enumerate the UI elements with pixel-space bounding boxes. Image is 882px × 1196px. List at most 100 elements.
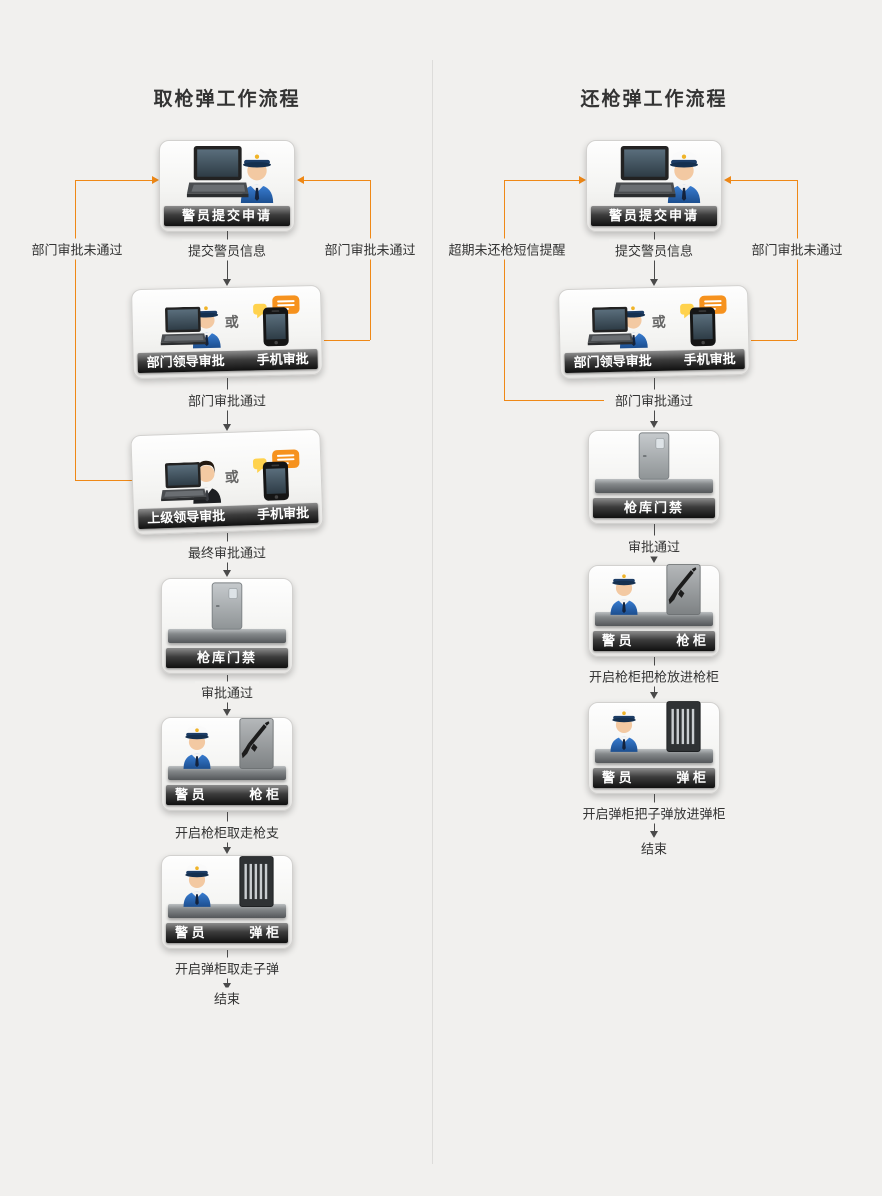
- feedback-label: 部门审批未通过: [320, 238, 420, 260]
- down-arrowhead-icon: [223, 279, 231, 286]
- pedestal: [595, 612, 713, 626]
- feedback-line: [751, 340, 797, 341]
- node-label-cabinet: 弹 柜: [676, 770, 706, 785]
- down-arrowhead-icon: [223, 847, 231, 854]
- feedback-line: [504, 180, 505, 400]
- node-armory-door-access: 枪库门禁: [161, 578, 293, 674]
- node-dept-leader-approval: 或 部门领导审批 手机审批: [558, 284, 750, 380]
- pedestal: [168, 904, 286, 918]
- door-icon: [208, 581, 246, 631]
- node-label-phone: 手机审批: [256, 351, 309, 368]
- edge-label: 最终审批通过: [181, 541, 273, 563]
- police-officer-icon: [606, 705, 642, 752]
- node-label-bar: 上级领导审批 手机审批: [137, 502, 319, 530]
- node-officer-gun-cabinet: 警 员 枪 柜: [588, 565, 720, 657]
- down-arrowhead-icon: [223, 983, 231, 990]
- node-label-cabinet: 枪 柜: [249, 787, 279, 802]
- node-label-cabinet: 枪 柜: [676, 633, 706, 648]
- node-label-bar: 警员提交申请: [591, 206, 717, 226]
- node-label-bar: 枪库门禁: [593, 498, 715, 518]
- police-officer-icon: [179, 722, 215, 769]
- feedback-label: 部门审批未通过: [27, 238, 127, 260]
- down-arrowhead-icon: [650, 831, 658, 838]
- node-label-main: 部门领导审批: [573, 353, 652, 370]
- edge-label: 开启枪柜取走枪支: [168, 821, 286, 843]
- feedback-line: [75, 180, 152, 181]
- edge-label: 开启弹柜取走子弹: [168, 957, 286, 979]
- edge-label: 提交警员信息: [608, 239, 700, 261]
- pedestal: [595, 479, 713, 493]
- edge-label: 开启弹柜把子弹放进弹柜: [576, 802, 732, 824]
- feedback-line: [731, 180, 797, 181]
- laptop-icon: [602, 146, 676, 203]
- edge-label: 部门审批通过: [608, 389, 700, 411]
- edge-label: 开启枪柜把枪放进枪柜: [582, 665, 726, 687]
- feedback-line: [797, 180, 798, 340]
- pedestal: [168, 629, 286, 643]
- or-text: 或: [224, 313, 239, 331]
- node-officer-ammo-cabinet: 警 员 弹 柜: [161, 855, 293, 949]
- pedestal: [595, 749, 713, 763]
- feedback-line: [75, 480, 133, 481]
- smartphone-chat-icon: [670, 294, 729, 347]
- feedback-label: 部门审批未通过: [747, 238, 847, 260]
- feedback-line: [370, 180, 371, 340]
- node-icons: [593, 147, 715, 203]
- edge-label: 提交警员信息: [181, 239, 273, 261]
- node-label-bar: 枪库门禁: [166, 648, 288, 668]
- node-label-officer: 警 员: [175, 787, 205, 802]
- gun-cabinet-icon: [238, 718, 275, 769]
- down-arrowhead-icon: [650, 421, 658, 428]
- node-label-main: 部门领导审批: [146, 353, 225, 370]
- node-icons: 或: [565, 292, 742, 350]
- or-text: 或: [224, 468, 240, 486]
- node-label-officer: 警 员: [602, 770, 632, 785]
- feedback-arrowhead-icon: [724, 176, 731, 184]
- node-dept-leader-approval: 或 部门领导审批 手机审批: [131, 284, 323, 380]
- feedback-line: [324, 340, 370, 341]
- laptop-icon: [578, 306, 633, 349]
- laptop-icon: [151, 306, 206, 349]
- police-officer-icon: [606, 568, 642, 615]
- down-arrowhead-icon: [650, 692, 658, 699]
- node-senior-leader-approval: 或 上级领导审批 手机审批: [130, 428, 324, 536]
- ammo-cabinet-icon: [665, 701, 702, 752]
- node-label-officer: 警 员: [175, 925, 205, 940]
- node-officer-submit-application: 警员提交申请: [586, 140, 722, 232]
- node-label-bar: 警 员 弹 柜: [593, 768, 715, 788]
- node-icons: 或: [138, 436, 316, 506]
- door-icon: [635, 431, 673, 481]
- node-label-bar: 警 员 弹 柜: [166, 923, 288, 943]
- left-flow-title: 取枪弹工作流程: [153, 89, 301, 110]
- node-label-bar: 部门领导审批 手机审批: [564, 348, 745, 374]
- node-label-bar: 警 员 枪 柜: [166, 785, 288, 805]
- feedback-arrowhead-icon: [297, 176, 304, 184]
- node-icons: [166, 147, 288, 203]
- node-officer-submit-application: 警员提交申请: [159, 140, 295, 232]
- node-label-main: 上级领导审批: [146, 508, 226, 526]
- smartphone-chat-icon: [243, 448, 303, 502]
- edge-label: 部门审批通过: [181, 389, 273, 411]
- down-arrowhead-icon: [650, 556, 658, 563]
- node-label-cabinet: 弹 柜: [249, 925, 279, 940]
- down-arrowhead-icon: [223, 709, 231, 716]
- node-officer-ammo-cabinet: 警 员 弹 柜: [588, 702, 720, 794]
- feedback-line: [504, 400, 604, 401]
- or-text: 或: [651, 313, 666, 331]
- feedback-line: [504, 180, 579, 181]
- feedback-label: 超期未还枪短信提醒: [444, 238, 570, 260]
- node-icons: 或: [138, 292, 315, 350]
- down-arrowhead-icon: [223, 424, 231, 431]
- node-officer-gun-cabinet: 警 员 枪 柜: [161, 717, 293, 811]
- pedestal: [168, 766, 286, 780]
- gun-cabinet-icon: [665, 564, 702, 615]
- node-armory-door-access: 枪库门禁: [588, 430, 720, 524]
- smartphone-chat-icon: [243, 294, 302, 347]
- node-label-bar: 警员提交申请: [164, 206, 290, 226]
- right-flow-title: 还枪弹工作流程: [580, 89, 728, 110]
- end-label: 结束: [634, 837, 674, 859]
- feedback-arrowhead-icon: [579, 176, 586, 184]
- node-label-bar: 警 员 枪 柜: [593, 631, 715, 651]
- edge-label: 审批通过: [621, 535, 687, 557]
